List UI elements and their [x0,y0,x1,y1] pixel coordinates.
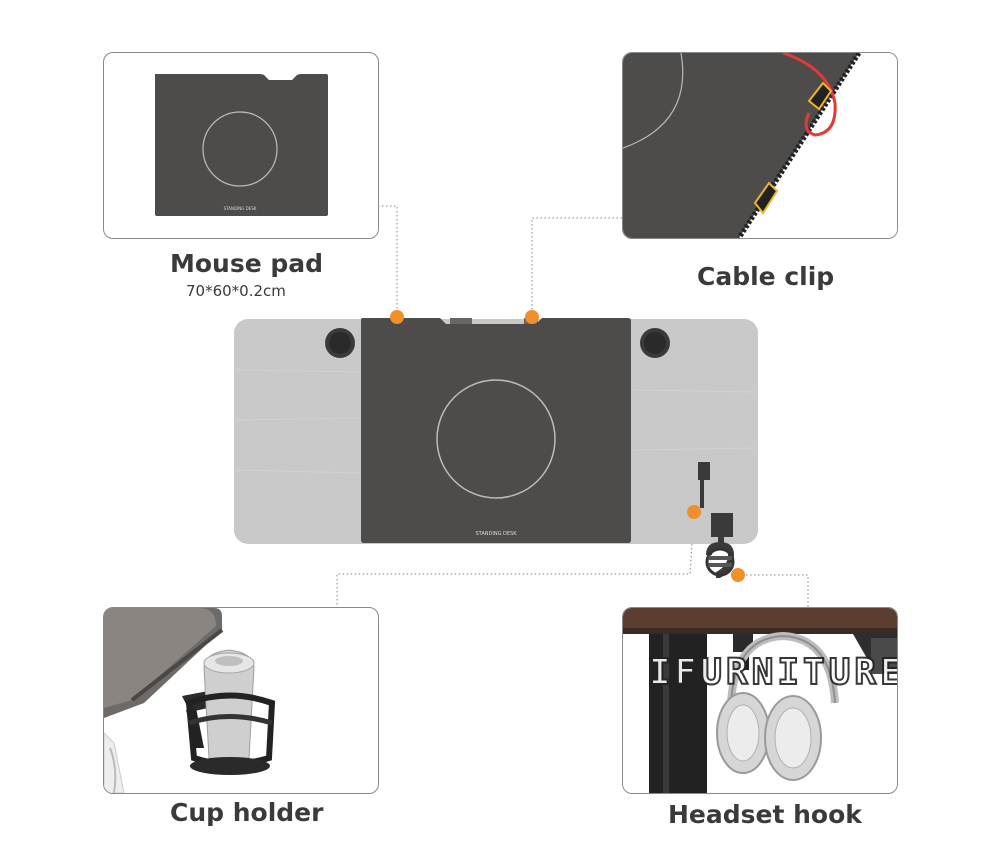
watermark: IFURNITURE [648,651,898,694]
desk-mouse-pad-label: STANDING DESK [476,531,518,537]
mouse-pad-image: STANDING DESK [155,74,328,216]
cable-grommet-right [640,328,670,358]
headset-hook-image [623,608,897,793]
mouse-pad-card: STANDING DESK [103,52,379,239]
cup-holder-card [103,607,379,794]
cup-holder-image [104,608,276,793]
cable-clip-title: Cable clip [697,262,835,291]
cable-clip-bottom-icon [753,181,779,215]
cable-grommet-left [325,328,355,358]
headset-hook-title: Headset hook [668,800,862,829]
mouse-pad-size: 70*60*0.2cm [186,282,286,300]
cable-clip-image [623,53,897,238]
mouse-pad-image-label: STANDING DESK [224,206,257,211]
cup-holder-title: Cup holder [170,798,324,827]
mouse-pad-title: Mouse pad [170,249,324,278]
cable-clip-card [622,52,898,239]
headset-hook-card: IFURNITURE [622,607,898,794]
cable-clip-top-icon [807,81,833,111]
headphones-icon [716,631,839,781]
hotspot-cup-holder [687,505,701,519]
hotspot-cable-clip [525,310,539,324]
desk-mouse-pad [361,318,631,543]
hotspot-mouse-pad [390,310,404,324]
connector-mouse-pad [378,205,398,316]
hotspot-headset-hook [731,568,745,582]
headset-hook-bracket [698,462,735,578]
